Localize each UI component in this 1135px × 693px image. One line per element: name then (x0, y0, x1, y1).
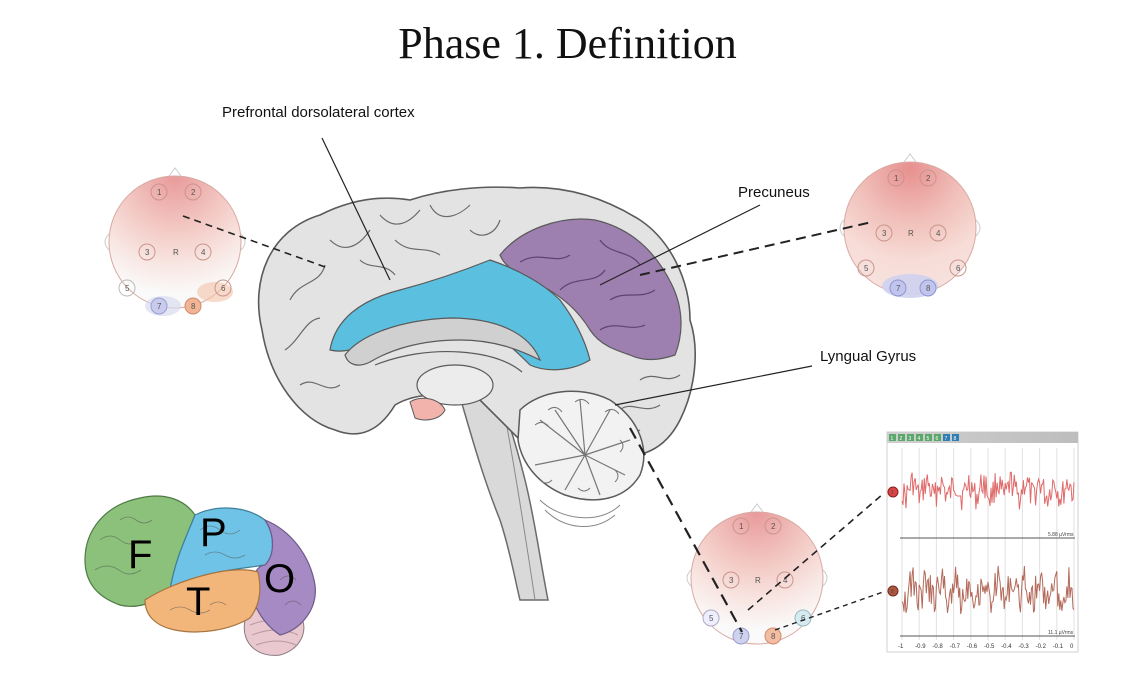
eeg-x-tick-label: -0.4 (1001, 644, 1012, 650)
electrode-5: 5 (864, 264, 869, 273)
electrode-6: 6 (221, 284, 226, 293)
eeg-toolbar-button-label: 8 (954, 436, 957, 442)
center-label: R (908, 229, 914, 238)
eeg-x-tick-label: -0.5 (984, 644, 995, 650)
electrode-6: 6 (801, 614, 806, 623)
scale-top: 5.88 µVrms (1048, 532, 1074, 538)
scale-bottom: 11.1 µVrms (1048, 630, 1074, 636)
eeg-x-tick-label: -0.9 (915, 644, 926, 650)
electrode-7: 7 (739, 632, 744, 641)
electrode-7: 7 (896, 284, 901, 293)
electrode-1: 1 (739, 522, 744, 531)
electrode-5: 5 (709, 614, 714, 623)
electrode-3: 3 (882, 229, 887, 238)
eeg-toolbar-button-label: 3 (909, 436, 912, 442)
eeg-x-tick-label: -0.3 (1018, 644, 1029, 650)
sagittal-brain (259, 187, 696, 600)
electrode-8: 8 (926, 284, 931, 293)
lobe-occipital: O (264, 557, 295, 601)
lobes-brain: F P T O (85, 496, 315, 655)
electrode-3: 3 (729, 576, 734, 585)
center-label: R (173, 248, 179, 257)
headmap-right: 1 2 3 R 4 5 6 7 8 (840, 154, 980, 298)
electrode-7: 7 (157, 302, 162, 311)
channel-marker-8: 8 (891, 589, 894, 595)
headmap-bottom: 1 2 3 R 4 5 6 7 8 (687, 504, 827, 644)
eeg-x-tick-label: -1 (898, 644, 904, 650)
electrode-1: 1 (894, 174, 899, 183)
electrode-4: 4 (201, 248, 206, 257)
electrode-5: 5 (125, 284, 130, 293)
eeg-toolbar-button-label: 2 (900, 436, 903, 442)
eeg-toolbar-button-label: 4 (918, 436, 921, 442)
eeg-x-tick-label: -0.1 (1053, 644, 1064, 650)
electrode-2: 2 (771, 522, 776, 531)
electrode-3: 3 (145, 248, 150, 257)
headmap-left: 1 2 3 R 4 5 6 7 8 (105, 168, 245, 316)
eeg-toolbar-button-label: 5 (927, 436, 930, 442)
channel-marker-1: 1 (891, 490, 894, 496)
eeg-x-tick-label: -0.2 (1036, 644, 1047, 650)
eeg-x-tick-label: -0.8 (932, 644, 943, 650)
electrode-2: 2 (926, 174, 931, 183)
lobe-temporal: T (186, 580, 210, 624)
eeg-x-tick-label: -0.6 (967, 644, 978, 650)
lobe-frontal: F (128, 533, 152, 577)
electrode-1: 1 (157, 188, 162, 197)
electrode-6: 6 (956, 264, 961, 273)
eeg-toolbar-button-label: 6 (936, 436, 939, 442)
electrode-2: 2 (191, 188, 196, 197)
eeg-toolbar-button-label: 7 (945, 436, 948, 442)
electrode-8: 8 (191, 302, 196, 311)
eeg-toolbar-button-label: 1 (891, 436, 894, 442)
lobe-parietal: P (200, 511, 227, 555)
electrode-4: 4 (936, 229, 941, 238)
electrode-8: 8 (771, 632, 776, 641)
center-label: R (755, 576, 761, 585)
eeg-x-tick-label: -0.7 (950, 644, 961, 650)
